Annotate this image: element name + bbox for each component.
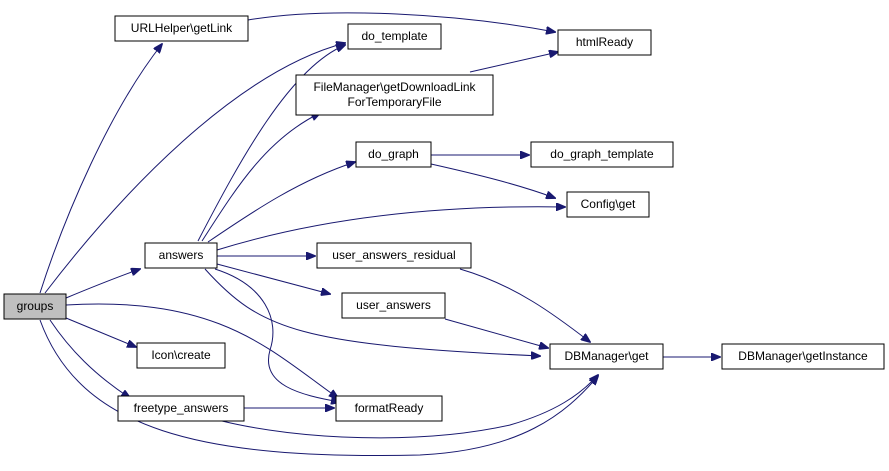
edge-groups-formatready xyxy=(65,303,338,398)
edge-answers-config-get xyxy=(216,207,565,251)
node-dbmanager-get[interactable]: DBManager\get xyxy=(549,343,664,370)
node-htmlready-label: htmlReady xyxy=(576,35,633,49)
edge-freetype-dbmanager-get xyxy=(221,375,598,439)
node-freetype-answers[interactable]: freetype_answers xyxy=(117,395,245,422)
node-config-get[interactable]: Config\get xyxy=(566,191,650,218)
edges xyxy=(39,12,720,456)
edge-answers-dbmanager-get xyxy=(204,268,540,356)
node-user-answers-residual-label: user_answers_residual xyxy=(332,248,455,262)
node-do-template-label: do_template xyxy=(361,29,427,43)
edge-groups-freetype xyxy=(49,319,130,398)
edge-groups-answers xyxy=(65,269,140,299)
node-dbmanager-getinstance-label: DBManager\getInstance xyxy=(738,349,868,363)
node-filemanager-label-line2: ForTemporaryFile xyxy=(347,95,441,109)
node-do-graph-label: do_graph xyxy=(368,147,419,161)
node-freetype-answers-label: freetype_answers xyxy=(134,401,229,415)
edge-answers-filemanager xyxy=(201,113,320,242)
edge-user-answers-dbmanager-get xyxy=(444,318,548,348)
node-urlhelper-getlink-label: URLHelper\getLink xyxy=(131,21,233,35)
node-urlhelper-getlink[interactable]: URLHelper\getLink xyxy=(114,15,249,42)
node-icon-create-label: Icon\create xyxy=(151,348,211,362)
edge-answers-do-template xyxy=(197,45,345,242)
node-do-graph-template[interactable]: do_graph_template xyxy=(530,141,674,168)
edge-answers-do-graph xyxy=(207,162,355,243)
node-do-graph[interactable]: do_graph xyxy=(355,141,432,168)
node-groups-label: groups xyxy=(17,299,54,313)
node-filemanager-label-line1: FileManager\getDownloadLink xyxy=(313,80,476,94)
node-formatready-label: formatReady xyxy=(355,401,424,415)
node-do-template[interactable]: do_template xyxy=(347,23,442,50)
edge-groups-dbmanager-get xyxy=(39,319,598,456)
node-dbmanager-getinstance[interactable]: DBManager\getInstance xyxy=(721,343,885,370)
edge-groups-urlhelper xyxy=(39,44,162,294)
edge-filemanager-htmlready xyxy=(469,52,558,73)
edge-residual-dbmanager-get xyxy=(459,268,590,342)
node-htmlready[interactable]: htmlReady xyxy=(557,29,652,56)
edge-answers-user-answers xyxy=(216,263,330,294)
node-groups[interactable]: groups xyxy=(3,293,67,320)
edge-groups-do-template xyxy=(44,43,345,294)
node-user-answers-label: user_answers xyxy=(356,298,431,312)
node-answers[interactable]: answers xyxy=(144,242,218,269)
nodes: groups URLHelper\getLink do_template htm… xyxy=(3,15,885,422)
edge-urlhelper-htmlready xyxy=(247,12,555,32)
node-formatready[interactable]: formatReady xyxy=(335,395,443,422)
node-filemanager-getdownloadlink[interactable]: FileManager\getDownloadLink ForTemporary… xyxy=(295,74,494,116)
node-config-get-label: Config\get xyxy=(581,197,636,211)
node-user-answers[interactable]: user_answers xyxy=(341,292,446,319)
node-do-graph-template-label: do_graph_template xyxy=(550,147,654,161)
node-icon-create[interactable]: Icon\create xyxy=(136,342,226,369)
node-dbmanager-get-label: DBManager\get xyxy=(564,349,649,363)
node-answers-label: answers xyxy=(159,248,204,262)
edge-answers-formatready xyxy=(214,268,340,402)
edge-groups-icon-create xyxy=(65,317,136,347)
node-user-answers-residual[interactable]: user_answers_residual xyxy=(316,242,472,269)
edge-do-graph-config-get xyxy=(430,163,555,198)
